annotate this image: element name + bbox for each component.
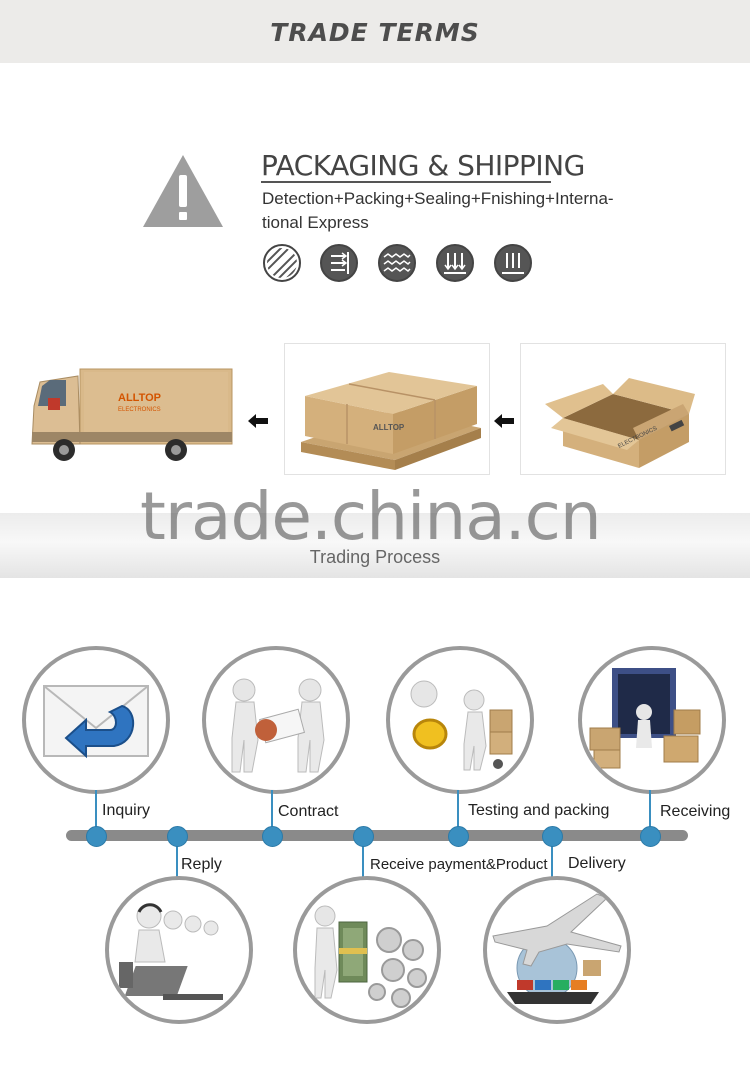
truck-logo-sub: ELECTRONICS — [118, 407, 161, 413]
timeline-dot-delivery — [542, 826, 563, 847]
left-arrow-icon — [494, 414, 514, 428]
timeline-dot-receiving — [640, 826, 661, 847]
open-box-panel: ELECTRONICS — [520, 343, 726, 475]
reply-image — [105, 876, 253, 1024]
step-inquiry: Inquiry — [102, 802, 151, 819]
trading-process-title: Trading Process — [309, 547, 441, 567]
connector-line — [457, 790, 459, 834]
receive-payment-image — [293, 876, 441, 1024]
packaging-title: PACKAGING & SHIPPING — [261, 149, 585, 182]
timeline-dot-reply — [167, 826, 188, 847]
warning-icon — [143, 155, 223, 227]
testing-and-packing-image — [386, 646, 534, 794]
connector-line — [176, 838, 178, 878]
step-receive-payment: Receive payment&Product — [370, 856, 548, 873]
connector-line — [95, 790, 97, 834]
vertical-lines-icon — [494, 244, 532, 282]
list-arrows-icon — [320, 244, 358, 282]
trading-process-band — [0, 513, 750, 578]
receiving-image — [578, 646, 726, 794]
timeline-dot-testing — [448, 826, 469, 847]
packaging-description: Detection+Packing+Sealing+Fnishing+Inter… — [262, 189, 614, 232]
truck-image: ALLTOP ELECTRONICS — [31, 368, 233, 461]
diagonal-lines-icon — [263, 244, 301, 282]
step-testing-and-packing: Testing and packing — [468, 802, 610, 819]
title-underline — [261, 181, 551, 183]
wave-layers-icon — [378, 244, 416, 282]
truck-logo: ALLTOP — [118, 392, 161, 404]
step-delivery: Delivery — [568, 855, 626, 872]
connector-line — [649, 790, 651, 834]
step-receiving: Receiving — [660, 803, 731, 820]
timeline-dot-inquiry — [86, 826, 107, 847]
connector-line — [551, 838, 553, 878]
trade-terms-title: TRADE TERMS — [270, 18, 480, 47]
connector-line — [362, 838, 364, 878]
process-timeline — [66, 830, 688, 841]
delivery-image — [483, 876, 631, 1024]
watermark-text: trade.china.cn — [140, 478, 602, 555]
connector-line — [271, 790, 273, 834]
left-arrow-icon — [248, 414, 268, 428]
inquiry-image — [22, 646, 170, 794]
timeline-dot-contract — [262, 826, 283, 847]
pallet-logo: ALLTOP — [373, 423, 405, 432]
step-contract: Contract — [278, 803, 339, 820]
down-arrows-icon — [436, 244, 474, 282]
contract-image — [202, 646, 350, 794]
trade-terms-banner — [0, 0, 750, 63]
step-reply: Reply — [181, 856, 222, 873]
pallet-boxes-panel: ALLTOP — [284, 343, 490, 475]
timeline-dot-receive-payment — [353, 826, 374, 847]
